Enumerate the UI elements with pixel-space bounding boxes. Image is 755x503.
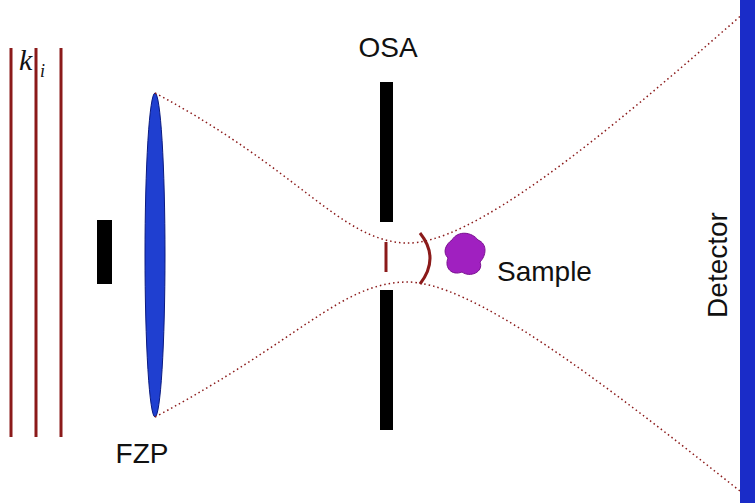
incident-wavefronts bbox=[11, 48, 61, 437]
wave-vector-label: k bbox=[19, 45, 32, 75]
beam-envelope bbox=[155, 12, 745, 495]
sample-label: Sample bbox=[497, 258, 592, 286]
sample-blob bbox=[445, 233, 485, 274]
order-sorting-aperture bbox=[380, 82, 393, 430]
central-stop bbox=[97, 220, 112, 284]
diverging-wavefront bbox=[420, 233, 430, 284]
focal-wavefront bbox=[385, 242, 388, 272]
detector-bar bbox=[740, 0, 755, 503]
aperture-label: OSA bbox=[358, 34, 417, 62]
detector-label: Detector bbox=[704, 212, 732, 318]
zone-plate-label: FZP bbox=[116, 440, 169, 468]
zone-plate bbox=[145, 93, 165, 417]
wave-vector-subscript: i bbox=[40, 62, 45, 80]
